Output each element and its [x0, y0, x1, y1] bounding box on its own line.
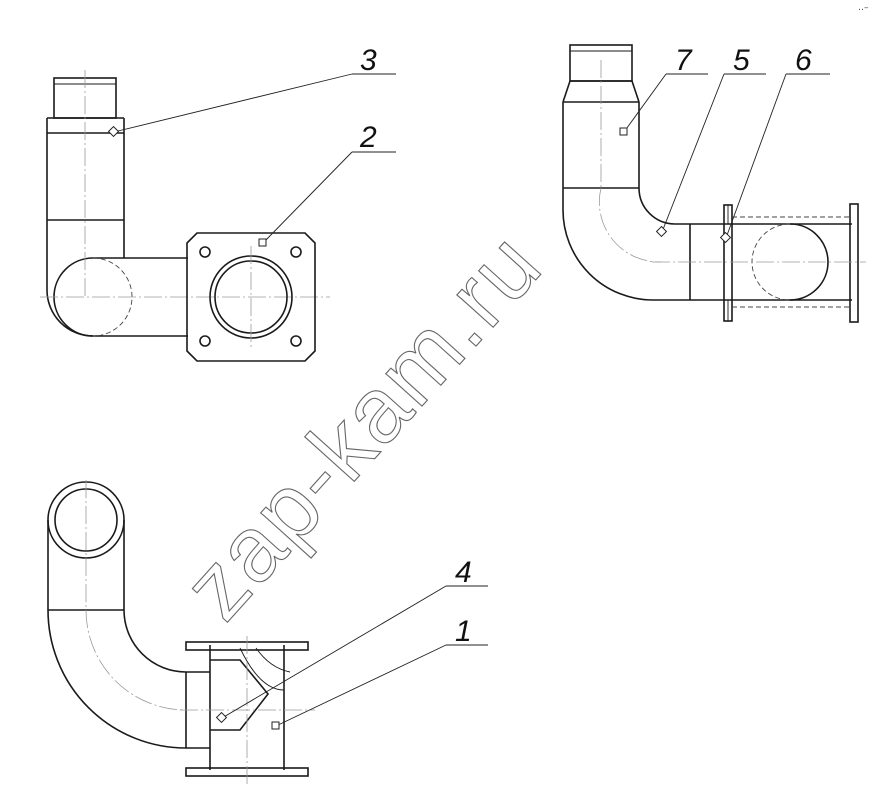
callout-7: 7	[619, 44, 708, 136]
view-top-left	[40, 70, 330, 362]
callout-label-1: 1	[455, 615, 472, 648]
callout-4: 4	[215, 556, 488, 724]
callout-2: 2	[258, 121, 396, 247]
callout-label-6: 6	[795, 44, 812, 77]
callout-1: 1	[271, 615, 488, 730]
callout-label-3: 3	[360, 44, 377, 77]
callout-label-4: 4	[455, 556, 472, 589]
view-bottom-left	[47, 480, 315, 786]
callout-3: 3	[107, 44, 396, 138]
callout-label-2: 2	[359, 121, 377, 154]
view-top-right	[562, 44, 866, 323]
callout-label-7: 7	[675, 44, 693, 77]
callout-label-5: 5	[733, 44, 750, 77]
corner-mark: ‥–	[858, 3, 869, 13]
callout-5: 5	[655, 44, 766, 238]
watermark-text: zap-kam.ru	[164, 213, 561, 638]
callouts: 3 2 7 5 6	[107, 44, 830, 730]
callout-6: 6	[719, 44, 830, 244]
